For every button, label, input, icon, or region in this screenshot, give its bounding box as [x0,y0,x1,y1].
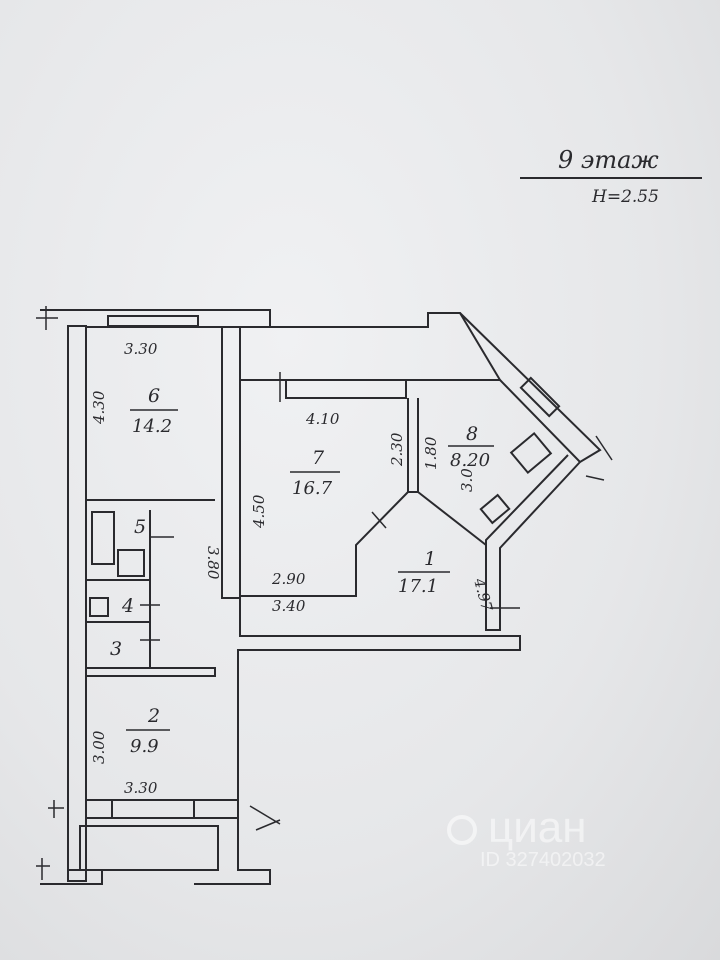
toilet [117,549,145,577]
dim-room7-side: 4.50 [250,494,268,529]
corridor-wall [222,597,521,801]
kitchen-sink [479,493,511,525]
dim-room2-side: 3.00 [90,730,108,764]
window-room2 [111,799,195,819]
room-number: 8 [466,423,478,445]
top-wall-room7 [240,312,502,381]
left-wall [67,325,87,882]
floor-title: 9 этаж [558,146,659,174]
dim-room6-side: 4.30 [90,390,108,425]
room-number: 1 [424,548,436,570]
dim-room6-top: 3.30 [124,340,158,358]
watermark-logo-icon [447,815,477,845]
room-area: 9.9 [130,736,159,757]
sink [89,597,109,617]
stove [509,431,553,475]
dim-room2-bottom: 3.30 [124,779,158,797]
window-room7 [285,379,407,399]
watermark-brand: циан [488,803,587,852]
dim-room7-bottom: 2.90 [271,570,306,588]
room-number: 7 [312,447,325,469]
dim-room8-side: 1.80 [422,436,440,470]
room-number: 6 [148,385,160,407]
room-number: 2 [147,705,160,727]
wall-7-1 [240,491,409,597]
dim-room7-right: 2.30 [388,432,406,467]
wall-3-2 [86,667,216,677]
watermark: циан ID 327402032 [447,803,606,871]
bathtub [91,511,115,565]
room-number: 3 [110,638,122,660]
dim-room8-inner: 3.0 [458,468,476,492]
dimension-labels: 3.30 4.30 4.10 4.50 2.90 3.40 2.30 1.80 … [90,340,496,797]
room-area: 14.2 [132,416,172,437]
walls [40,309,602,885]
window-room8 [519,376,561,418]
right-wall [485,454,581,631]
dim-corridor: 3.80 [204,546,222,580]
room-labels: 6 14.2 7 16.7 8 8.20 1 17.1 2 9.9 5 4 3 [110,385,494,757]
top-wall-room6 [40,309,271,328]
ceiling-height: H=2.55 [591,187,659,207]
dim-room1-side: 4.97 [470,575,496,613]
bottom-right-wall [194,818,271,885]
dim-room7-bottom-outer: 3.40 [272,597,306,615]
wall-7-8 [407,398,419,493]
room-area: 17.1 [398,576,438,597]
wall-8-1 [417,491,487,546]
room-area: 16.7 [292,478,333,499]
room-number: 4 [121,595,134,617]
dim-room7-top: 4.10 [305,410,340,428]
room-area: 8.20 [450,450,490,471]
wall-6-7 [221,326,241,599]
tick-marks [36,306,613,880]
bottom-wall-room2 [86,799,239,819]
room-number: 5 [134,516,146,538]
bottom-left-wall [40,869,103,885]
watermark-id: ID 327402032 [480,849,606,871]
bay-wall [459,312,602,464]
window-room6 [107,315,199,327]
balcony [79,825,219,871]
